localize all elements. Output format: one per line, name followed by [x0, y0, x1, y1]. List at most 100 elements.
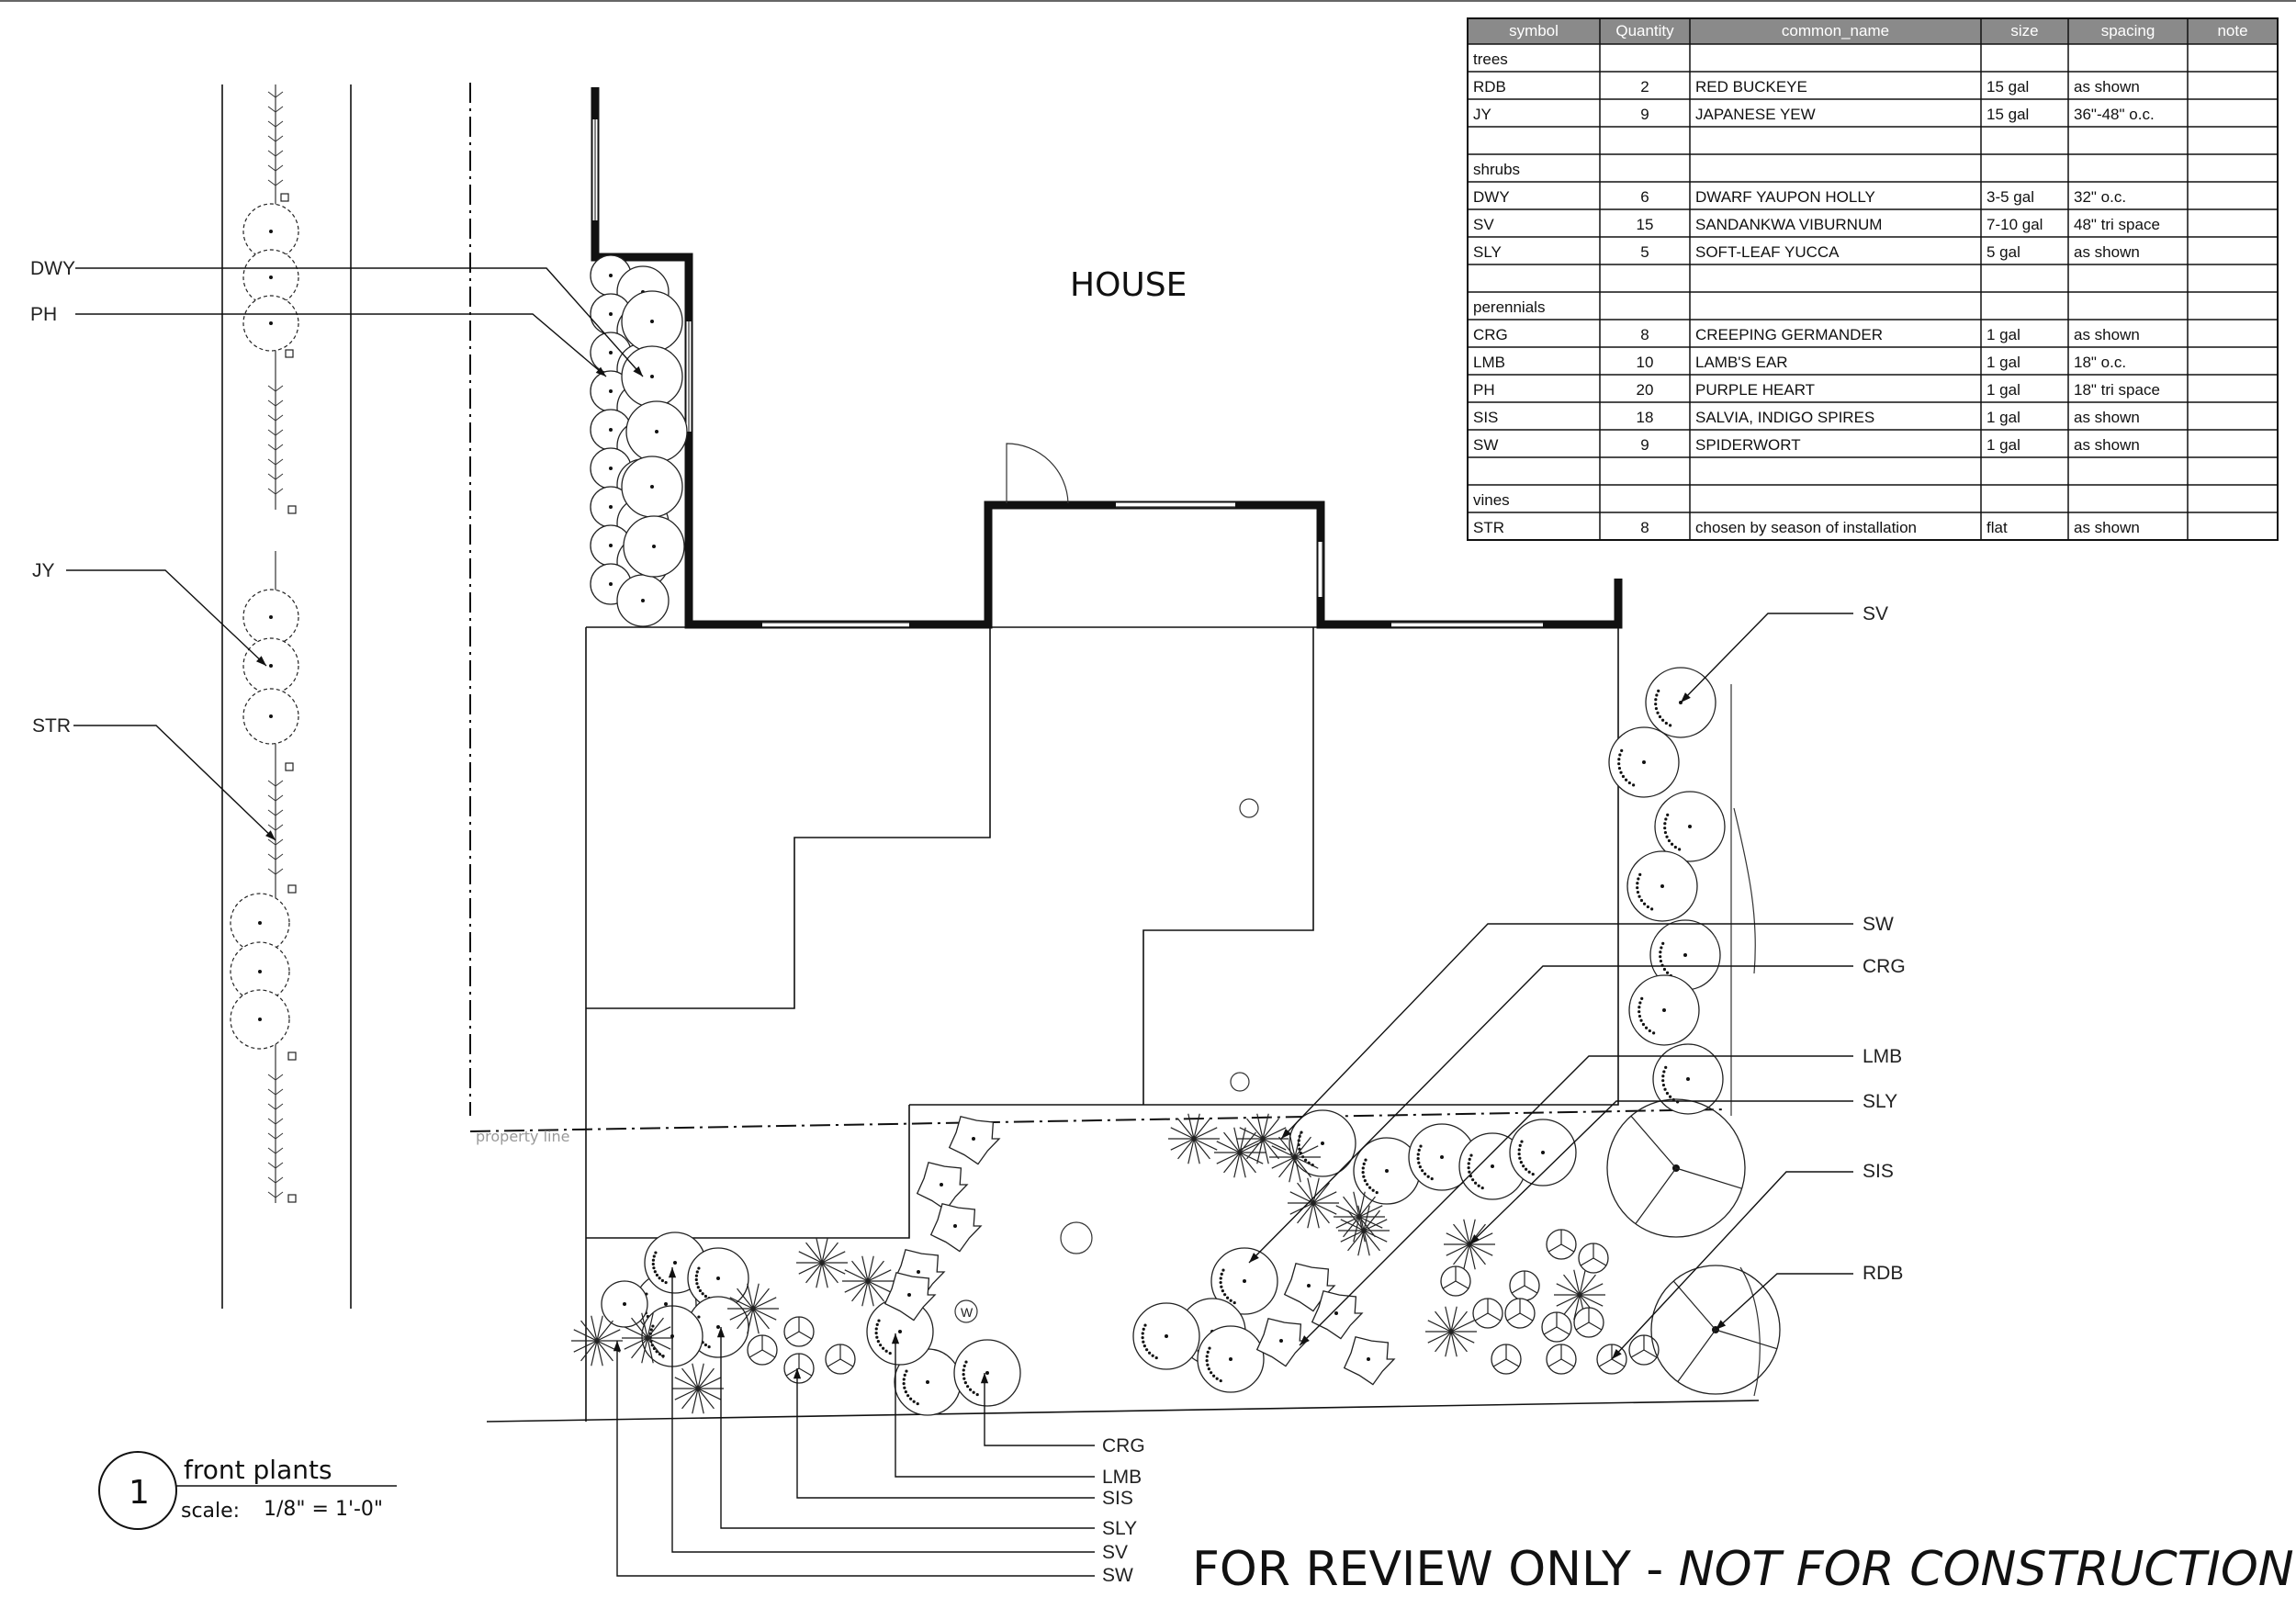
salvia-symbol [1541, 1311, 1572, 1343]
spiky-plant-symbol [1554, 1269, 1605, 1321]
schedule-cell: RED BUCKEYE [1695, 78, 1807, 96]
shrub-symbol [601, 1280, 648, 1328]
house-walls [591, 87, 1623, 629]
schedule-cell: trees [1473, 51, 1508, 68]
lambs-ear-symbol [1255, 1318, 1309, 1367]
leader-arrow [1716, 1320, 1727, 1330]
leader-line [1715, 1273, 1853, 1331]
schedule-row: shrubs [1473, 161, 1520, 178]
schedule-cell: as shown [2074, 519, 2140, 536]
fence-post [287, 505, 297, 514]
schedule-cell: 5 gal [1986, 243, 2020, 261]
schedule-cell: 18" o.c. [2074, 354, 2126, 371]
salvia-symbol [1509, 1270, 1540, 1301]
leader-line [1469, 1100, 1853, 1245]
schedule-cell: 8 [1640, 519, 1649, 536]
schedule-cell: chosen by season of installation [1695, 519, 1917, 536]
leader-line [1299, 1055, 1853, 1346]
schedule-cell: as shown [2074, 326, 2140, 343]
spiky-plant-symbol [1334, 1191, 1385, 1243]
schedule-cell: as shown [2074, 243, 2140, 261]
schedule-cell: RDB [1473, 78, 1506, 96]
leader-line [75, 313, 607, 377]
callout-sw: SW [1863, 914, 1894, 935]
schedule-cell: 18 [1637, 409, 1654, 426]
schedule-cell: JY [1473, 106, 1491, 123]
callout-jy: JY [32, 560, 55, 581]
schedule-header-symbol: symbol [1509, 22, 1559, 39]
salvia-symbol [1573, 1307, 1604, 1338]
callout-bottom-sis: SIS [1102, 1488, 1133, 1509]
schedule-cell: flat [1986, 519, 2008, 536]
leader-line [984, 1373, 1095, 1446]
schedule-cell: 3-5 gal [1986, 188, 2034, 206]
fence-post [285, 762, 294, 771]
leader-line [73, 725, 276, 841]
salvia-symbol [1504, 1298, 1536, 1329]
leader-arrow [716, 1327, 726, 1338]
salvia-symbol [1491, 1344, 1522, 1375]
shrub-symbol [1132, 1302, 1200, 1370]
yew-elevation-symbol [230, 989, 290, 1050]
shrub-symbol [621, 290, 683, 353]
spiky-plant-symbol [796, 1237, 848, 1288]
schedule-cell: shrubs [1473, 161, 1520, 178]
spiky-plant-symbol [1444, 1219, 1495, 1270]
lambs-ear-symbol [1283, 1263, 1336, 1312]
detail-number: 1 [129, 1474, 150, 1512]
lambs-ear-symbol [1311, 1290, 1364, 1340]
leader-arrow [668, 1267, 677, 1278]
callout-str: STR [32, 715, 71, 737]
schedule-cell: PH [1473, 381, 1495, 399]
salvia-symbol [1578, 1243, 1609, 1274]
spiky-plant-symbol [672, 1363, 724, 1414]
leader-arrow [265, 830, 276, 840]
schedule-cell: SPIDERWORT [1695, 436, 1801, 454]
shrub-symbol [1654, 791, 1726, 862]
schedule-cell: SW [1473, 436, 1498, 454]
callout-bottom-crg: CRG [1102, 1435, 1145, 1456]
yew-elevation-symbol [242, 203, 299, 260]
yew-elevation-symbol [242, 637, 299, 694]
leader-arrow [595, 366, 606, 377]
schedule-header-quantity: Quantity [1615, 22, 1674, 39]
lambs-ear-symbol [948, 1116, 1001, 1165]
schedule-cell: STR [1473, 519, 1504, 536]
callout-dwy: DWY [30, 258, 75, 279]
patio-outline: W [486, 626, 1761, 1423]
detail-title: front plants [184, 1455, 332, 1485]
schedule-cell: 9 [1640, 436, 1649, 454]
salvia-symbol [783, 1316, 815, 1347]
schedule-cell: DWY [1473, 188, 1510, 206]
schedule-cell: 15 [1637, 216, 1654, 233]
svg-text:W: W [961, 1305, 974, 1320]
schedule-cell: 1 gal [1986, 409, 2020, 426]
schedule-row: trees [1473, 51, 1508, 68]
schedule-row: perennials [1473, 298, 1545, 316]
plant-symbols [571, 254, 1781, 1416]
schedule-cell: 32" o.c. [2074, 188, 2126, 206]
schedule-cell: SV [1473, 216, 1494, 233]
leader-line [1280, 923, 1853, 1140]
callout-ph: PH [30, 304, 57, 325]
leader-arrow [980, 1373, 989, 1384]
schedule-cell: LMB [1473, 354, 1505, 371]
leader-line [796, 1368, 1095, 1499]
leader-line [616, 1341, 1095, 1577]
shrub-symbol [1197, 1325, 1265, 1393]
schedule-cell: JAPANESE YEW [1695, 106, 1816, 123]
leader-arrow [1249, 1253, 1259, 1263]
shrub-symbol [621, 345, 683, 408]
leader-arrow [633, 366, 643, 377]
leader-line [720, 1327, 1095, 1529]
property-line-label: property line [476, 1128, 569, 1145]
review-prefix: FOR REVIEW ONLY - [1192, 1542, 1679, 1597]
yew-elevation-symbol [242, 589, 299, 646]
